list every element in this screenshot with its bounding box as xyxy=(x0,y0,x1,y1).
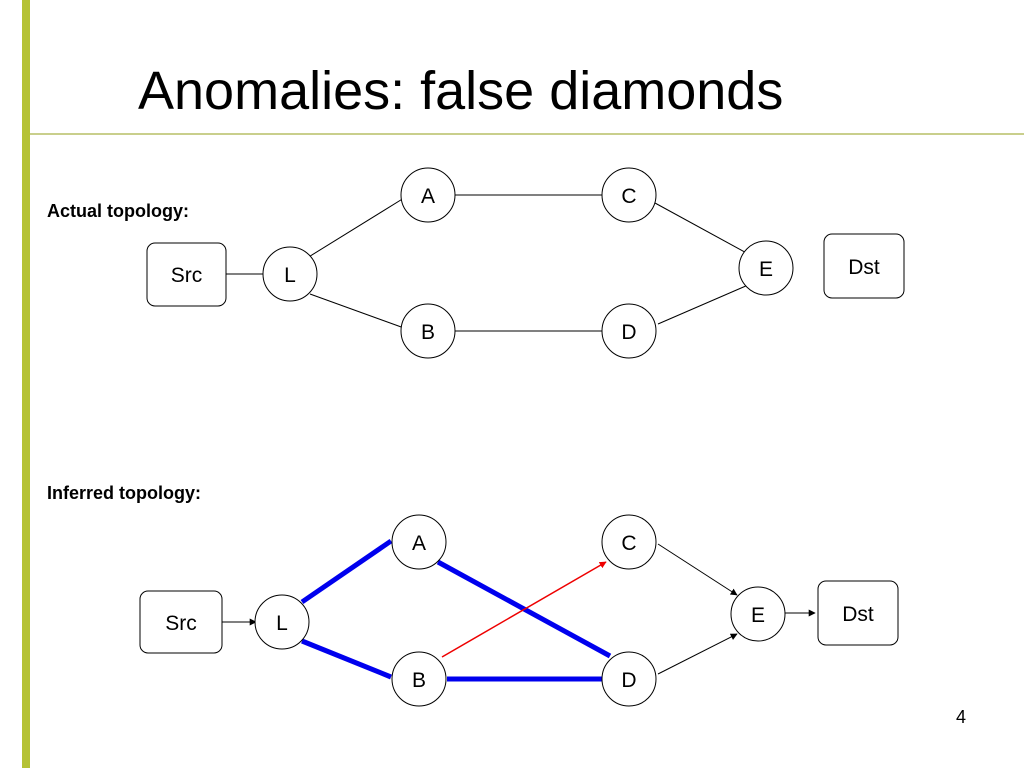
inferred-links xyxy=(222,538,816,682)
actual-node-a: A xyxy=(400,167,456,223)
inferred-link-d-e xyxy=(657,633,738,675)
inferred-node-b: B xyxy=(391,651,447,707)
slide-accent-bar xyxy=(22,0,30,768)
inferred-node-dst: Dst xyxy=(817,580,899,646)
actual-node-e: E xyxy=(738,240,794,296)
actual-node-a-label: A xyxy=(421,185,435,208)
actual-node-l-label: L xyxy=(284,264,296,287)
inferred-link-l-b xyxy=(301,638,392,680)
actual-node-e-label: E xyxy=(759,258,773,281)
title-divider xyxy=(30,133,1024,135)
inferred-node-b-label: B xyxy=(412,669,426,692)
inferred-link-l-a xyxy=(300,538,393,605)
inferred-link-b-c xyxy=(441,561,607,658)
inferred-node-dst-label: Dst xyxy=(842,603,874,626)
inferred-node-l: L xyxy=(254,594,310,650)
actual-node-b: B xyxy=(400,303,456,359)
actual-links xyxy=(226,194,756,332)
actual-node-c-label: C xyxy=(621,185,636,208)
actual-node-b-label: B xyxy=(421,321,435,344)
actual-node-dst-label: Dst xyxy=(848,256,880,279)
actual-topology: Src L A B C D E Dst xyxy=(146,167,905,359)
inferred-node-src-label: Src xyxy=(165,612,197,635)
page-number: 4 xyxy=(955,707,966,727)
slide-title: Anomalies: false diamonds xyxy=(138,61,784,121)
inferred-link-c-e xyxy=(657,543,738,596)
inferred-topology-label: Inferred topology: xyxy=(47,483,201,503)
actual-link-l-a xyxy=(306,197,405,259)
inferred-node-l-label: L xyxy=(276,612,288,635)
inferred-node-a-label: A xyxy=(412,532,426,555)
inferred-node-src: Src xyxy=(139,590,223,654)
actual-link-c-e xyxy=(654,202,753,257)
actual-node-d: D xyxy=(601,303,657,359)
actual-node-dst: Dst xyxy=(823,233,905,299)
actual-node-src-label: Src xyxy=(171,264,203,287)
inferred-node-e: E xyxy=(730,586,786,642)
actual-node-src: Src xyxy=(146,242,227,307)
actual-link-l-b xyxy=(309,293,405,329)
inferred-node-c: C xyxy=(601,514,657,570)
actual-link-d-e xyxy=(657,281,756,325)
inferred-topology: Src L A B C D E Dst xyxy=(139,514,899,707)
inferred-node-c-label: C xyxy=(621,532,636,555)
inferred-node-d: D xyxy=(601,651,657,707)
inferred-node-e-label: E xyxy=(751,604,765,627)
actual-node-l: L xyxy=(262,246,318,302)
actual-topology-label: Actual topology: xyxy=(47,201,189,221)
actual-node-d-label: D xyxy=(621,321,636,344)
inferred-node-d-label: D xyxy=(621,669,636,692)
actual-node-c: C xyxy=(601,167,657,223)
inferred-node-a: A xyxy=(391,514,447,570)
